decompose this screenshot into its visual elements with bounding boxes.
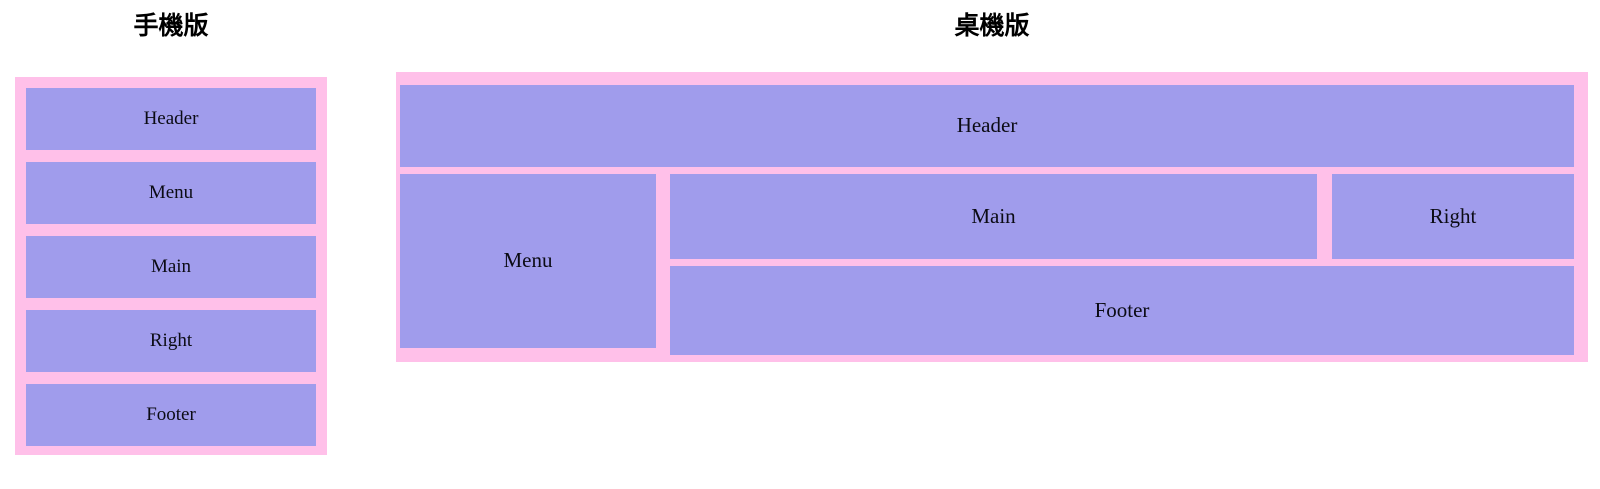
mobile-block-menu: Menu xyxy=(26,162,316,224)
desktop-block-right-label: Right xyxy=(1429,203,1477,228)
desktop-block-main-label: Main xyxy=(971,203,1016,228)
desktop-panel-title: 桌機版 xyxy=(954,12,1030,40)
mobile-panel-title: 手機版 xyxy=(133,12,209,40)
mobile-block-footer-label: Footer xyxy=(146,403,196,425)
mobile-block-footer: Footer xyxy=(26,384,316,446)
mobile-block-menu-label: Menu xyxy=(148,181,194,203)
desktop-block-menu: Menu xyxy=(400,174,656,348)
desktop-block-right: Right xyxy=(1332,174,1574,259)
desktop-block-footer-label: Footer xyxy=(1094,297,1150,322)
mobile-layout-frame: Header Menu Main Right Footer xyxy=(15,77,327,455)
desktop-block-header: Header xyxy=(400,85,1574,167)
desktop-block-main: Main xyxy=(670,174,1317,259)
mobile-block-header-label: Header xyxy=(143,107,199,129)
desktop-block-footer: Footer xyxy=(670,266,1574,355)
desktop-block-menu-label: Menu xyxy=(503,248,553,273)
mobile-block-main-label: Main xyxy=(150,255,192,277)
mobile-block-main: Main xyxy=(26,236,316,298)
desktop-layout-frame: Header Menu Main Right Footer xyxy=(396,72,1588,362)
desktop-block-header-label: Header xyxy=(956,113,1018,138)
mobile-block-header: Header xyxy=(26,88,316,150)
mobile-block-right: Right xyxy=(26,310,316,372)
mobile-block-right-label: Right xyxy=(149,329,193,351)
